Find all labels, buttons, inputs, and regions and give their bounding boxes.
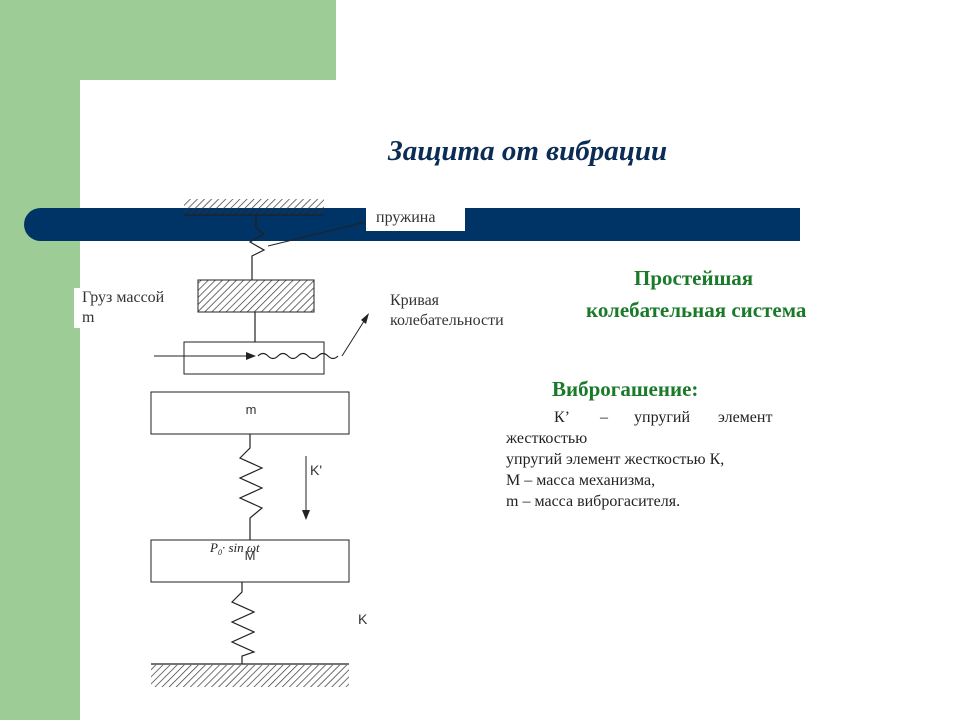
ceiling-hatch bbox=[184, 199, 324, 215]
k-prime-arrowhead bbox=[302, 510, 310, 520]
curve-pointer-head bbox=[361, 313, 369, 324]
k-prime-symbol: К’ bbox=[554, 409, 570, 426]
damping-line2: жесткостью bbox=[506, 430, 588, 447]
system-heading-line1: Простейшая bbox=[634, 266, 754, 290]
curve-label: Кривая колебательности bbox=[390, 291, 504, 331]
base-spring bbox=[230, 582, 256, 664]
force-formula: P0· sin ωt bbox=[209, 540, 260, 557]
k-prime-word1: упругий bbox=[634, 409, 691, 426]
k-prime-label: K' bbox=[310, 462, 322, 478]
suspended-mass bbox=[197, 279, 315, 313]
machine-block-label: M bbox=[245, 548, 256, 563]
damping-description: К’ – упругий элемент жесткостью упругий … bbox=[506, 407, 796, 512]
absorber-spring bbox=[238, 434, 264, 540]
mass-label-line2: m bbox=[82, 309, 95, 326]
spring-label: пружина bbox=[366, 207, 465, 231]
page-title: Защита от вибрации bbox=[388, 135, 668, 167]
curve-label-line1: Кривая bbox=[390, 292, 440, 309]
machine-block bbox=[150, 539, 350, 583]
system-heading-line2: колебательная система bbox=[586, 298, 807, 322]
curve-pointer-line bbox=[341, 317, 367, 357]
k-prime-line: К’ – упругий элемент bbox=[506, 407, 796, 428]
damping-line3: упругий элемент жесткостью К, bbox=[506, 451, 725, 468]
k-prime-word2: элемент bbox=[718, 409, 773, 426]
top-green-band bbox=[0, 0, 336, 80]
absorber-block-label: m bbox=[246, 402, 257, 417]
curve-label-line2: колебательности bbox=[390, 312, 504, 329]
floor-hatch bbox=[151, 665, 349, 687]
damping-line4: М – масса механизма, bbox=[506, 472, 656, 489]
content-corner bbox=[80, 80, 160, 160]
top-spring bbox=[248, 215, 266, 280]
recording-box bbox=[183, 341, 325, 375]
k-label: K bbox=[358, 611, 368, 627]
mass-label-line1: Груз массой bbox=[82, 289, 165, 306]
k-prime-dash: – bbox=[600, 409, 608, 426]
damping-heading: Виброгашение: bbox=[552, 377, 699, 401]
left-green-band bbox=[0, 0, 80, 720]
absorber-block bbox=[150, 391, 350, 435]
oscillation-curve bbox=[257, 352, 339, 360]
spring-pointer-line bbox=[267, 221, 367, 247]
damping-line5: m – масса виброгасителя. bbox=[506, 493, 681, 510]
mass-label: Груз массой m bbox=[74, 288, 194, 328]
paper-feed-arrowhead bbox=[246, 352, 256, 360]
